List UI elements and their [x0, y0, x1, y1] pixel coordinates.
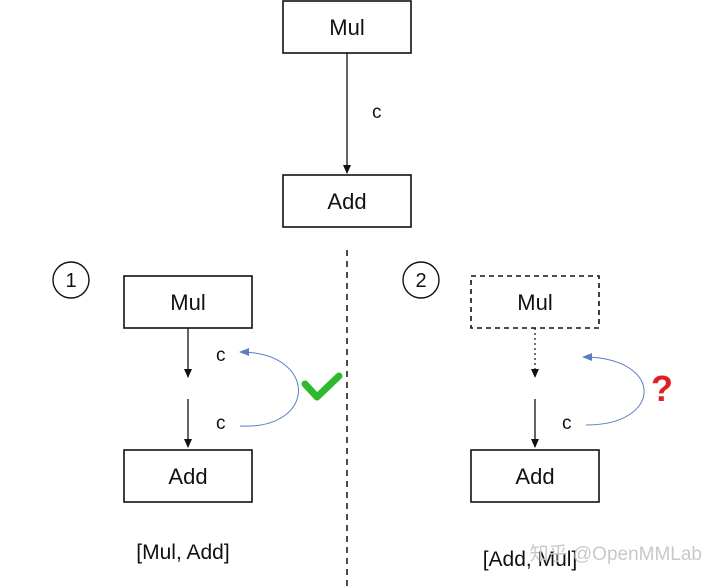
case1-panel: 1 Mul c c Add [Mul, Add]: [52, 261, 343, 564]
case1-add-label: Add: [168, 464, 207, 489]
case2-panel: 2 Mul c ? Add [Add, Mul]: [402, 261, 673, 571]
top-add-node: Add: [282, 174, 412, 228]
green-check-icon: [301, 372, 343, 401]
case2-reorder-curve: [582, 353, 645, 426]
case2-number: 2: [415, 270, 426, 292]
case2-add-label: Add: [515, 464, 554, 489]
case2-add-node: Add: [470, 449, 600, 503]
case1-upper-edge-label: c: [216, 345, 226, 366]
case1-number: 1: [65, 270, 76, 292]
top-edge-label: c: [372, 102, 382, 123]
top-graph: Mul c Add: [282, 0, 412, 228]
case1-mul-node: Mul: [123, 275, 253, 329]
watermark-text: 知乎 @OpenMMLab: [530, 543, 702, 565]
case1-add-node: Add: [123, 449, 253, 503]
case1-number-badge: 1: [52, 261, 90, 299]
case1-reorder-curve: [239, 348, 299, 427]
case2-lower-edge-label: c: [562, 413, 572, 434]
case2-mul-label: Mul: [517, 290, 552, 315]
red-question-icon: ?: [651, 368, 673, 409]
case1-mul-label: Mul: [170, 290, 205, 315]
top-add-label: Add: [327, 189, 366, 214]
top-mul-label: Mul: [329, 15, 364, 40]
case1-lower-edge-label: c: [216, 413, 226, 434]
case2-caption: [Add, Mul]: [483, 548, 578, 571]
top-mul-node: Mul: [282, 0, 412, 54]
case2-mul-node: Mul: [470, 275, 600, 329]
case1-caption: [Mul, Add]: [136, 541, 229, 564]
case2-number-badge: 2: [402, 261, 440, 299]
